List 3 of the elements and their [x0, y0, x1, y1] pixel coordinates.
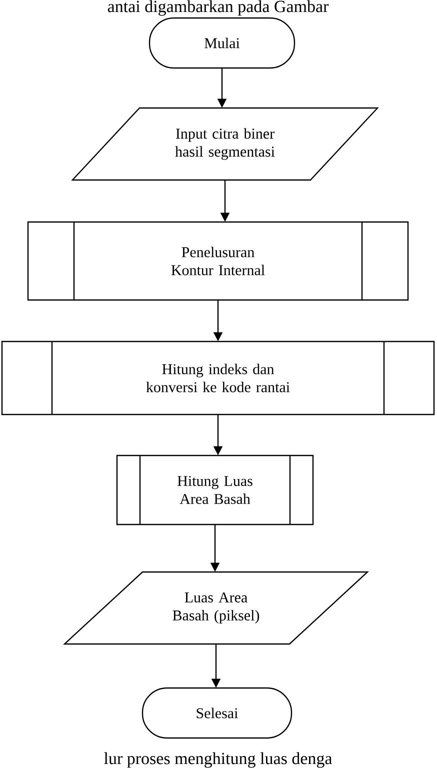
predefined-process-box: Hitung Luas Area Basah — [116, 454, 314, 526]
predefined-process-box: Hitung indeks dan konversi ke kode rantai — [1, 340, 435, 416]
predefined-process-box: Penelusuran Kontur Internal — [27, 221, 409, 301]
